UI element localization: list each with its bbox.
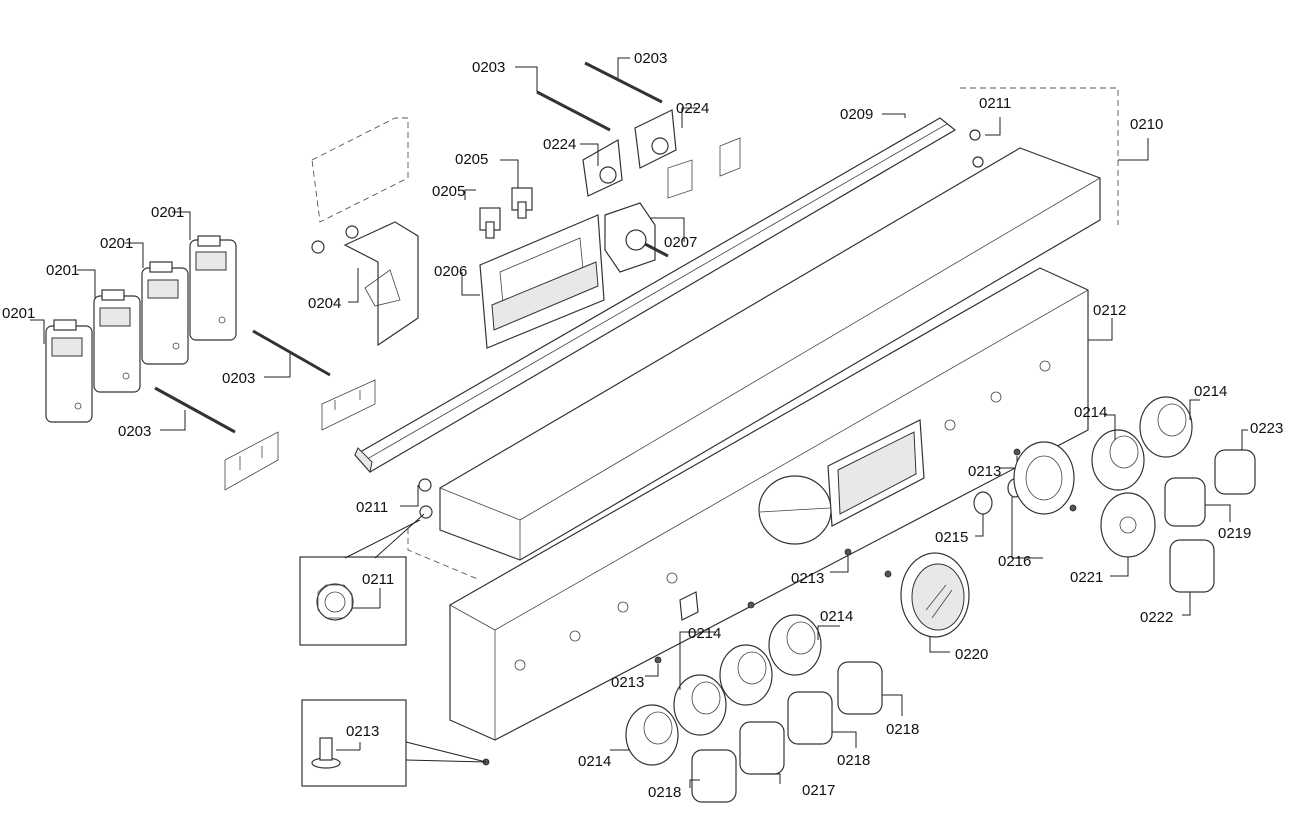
label-0213-a: 0213: [968, 463, 1001, 480]
switch-0205-group: [464, 159, 533, 239]
nut-0211-detail: [299, 513, 425, 646]
label-0224-a: 0224: [543, 136, 576, 153]
label-0213-b: 0213: [791, 570, 824, 587]
label-0224-b: 0224: [676, 100, 709, 117]
label-0203-a: 0203: [472, 59, 505, 76]
label-0219: 0219: [1218, 525, 1251, 542]
label-0203-b: 0203: [634, 50, 667, 67]
module-0201-c: [93, 289, 141, 393]
label-0223: 0223: [1250, 420, 1283, 437]
label-0207: 0207: [664, 234, 697, 251]
module-0201-a: [189, 235, 237, 341]
label-0218-c: 0218: [648, 784, 681, 801]
label-0214-d: 0214: [688, 625, 721, 642]
label-0206: 0206: [434, 263, 467, 280]
switch-0224-group: [580, 107, 697, 197]
label-0205-b: 0205: [432, 183, 465, 200]
screw-0213-detail: [301, 699, 487, 787]
label-0213-c: 0213: [611, 674, 644, 691]
label-0214-b: 0214: [1194, 383, 1227, 400]
label-0213-d: 0213: [346, 723, 379, 740]
label-0212: 0212: [1093, 302, 1126, 319]
label-0201-d: 0201: [2, 305, 35, 322]
label-0218-b: 0218: [837, 752, 870, 769]
callout-labels: 0201 0201 0201 0201 0203 0203 0203 0203 …: [2, 50, 1283, 801]
housing-0210: [407, 87, 1149, 581]
bracket-clips: [224, 137, 741, 491]
label-0214-c: 0214: [820, 608, 853, 625]
label-0205-a: 0205: [455, 151, 488, 168]
label-0211-a: 0211: [979, 95, 1011, 112]
bearing-0215-0216: [973, 441, 1077, 559]
label-0203-c: 0203: [222, 370, 255, 387]
label-0214-e: 0214: [578, 753, 611, 770]
module-0201-d: [45, 319, 93, 423]
display-board-0206: [461, 214, 605, 349]
label-0204: 0204: [308, 295, 341, 312]
module-0201-b: [141, 261, 189, 365]
cable-0203-group: [154, 57, 663, 434]
label-0209: 0209: [840, 106, 873, 123]
label-0216: 0216: [998, 553, 1031, 570]
rotary-switch-0207: [604, 202, 685, 273]
module-0201-group: [30, 211, 237, 423]
label-0210: 0210: [1130, 116, 1163, 133]
label-0211-b: 0211: [356, 499, 388, 516]
label-0220: 0220: [955, 646, 988, 663]
knob-right-cluster: [1091, 396, 1256, 616]
label-0222: 0222: [1140, 609, 1173, 626]
label-0221: 0221: [1070, 569, 1103, 586]
label-0214-a: 0214: [1074, 404, 1107, 421]
front-panel-0212: [449, 267, 1113, 741]
label-0211-c: 0211: [362, 571, 394, 588]
label-0215: 0215: [935, 529, 968, 546]
label-0201-a: 0201: [151, 204, 184, 221]
label-0217: 0217: [802, 782, 835, 799]
label-0201-c: 0201: [46, 262, 79, 279]
dial-0220: [884, 552, 970, 653]
knob-bottom-cluster: [610, 614, 903, 803]
label-0203-d: 0203: [118, 423, 151, 440]
bracket-0204: [311, 117, 419, 347]
rail-0209: [354, 113, 957, 474]
label-0218-a: 0218: [886, 721, 919, 738]
label-0201-b: 0201: [100, 235, 133, 252]
